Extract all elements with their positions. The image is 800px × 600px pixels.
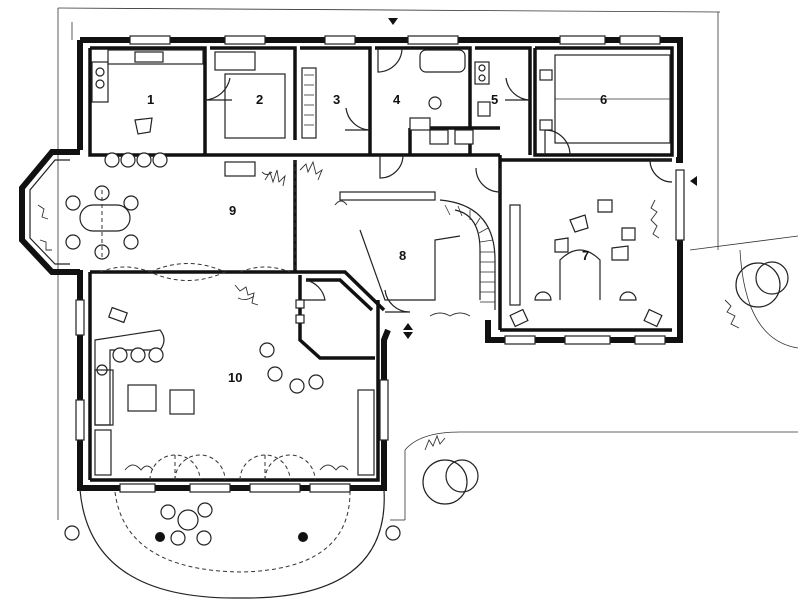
- room-10-furniture: [94, 299, 375, 481]
- entrance-arrow-icon: [690, 176, 697, 186]
- room-6-number: 6: [600, 92, 607, 107]
- north-arrow-icon: [388, 18, 398, 25]
- site-lines: [57, 7, 799, 541]
- room-2-furniture: [214, 51, 286, 139]
- plants: [37, 160, 789, 505]
- room-labels: 1 2 3 4 5 6 7 8 9 10: [147, 92, 607, 385]
- room-4-number: 4: [393, 92, 401, 107]
- doors: [204, 47, 673, 313]
- room-5-fixtures: [474, 61, 491, 117]
- room-8-number: 8: [399, 248, 406, 263]
- staircase: [339, 191, 496, 310]
- room-5-number: 5: [491, 92, 498, 107]
- terrace: [79, 489, 385, 599]
- dining-table: [65, 161, 256, 260]
- room-10-number: 10: [228, 370, 242, 385]
- entry-markers: [388, 18, 697, 339]
- opening-arcs: [99, 160, 296, 281]
- room-1-number: 1: [147, 92, 154, 107]
- room-7-furniture: [509, 199, 663, 328]
- exterior-walls: [19, 37, 683, 491]
- windows: [75, 35, 685, 493]
- stair-arrow-icon: [403, 323, 413, 330]
- room-9-number: 9: [229, 203, 236, 218]
- room-4-fixtures: [409, 49, 474, 145]
- room-6-furniture: [539, 54, 671, 144]
- room-1-furniture: [91, 49, 204, 168]
- room-3-number: 3: [333, 92, 340, 107]
- room-2-number: 2: [256, 92, 263, 107]
- room-7-number: 7: [582, 248, 589, 263]
- room-3-furniture: [301, 67, 317, 139]
